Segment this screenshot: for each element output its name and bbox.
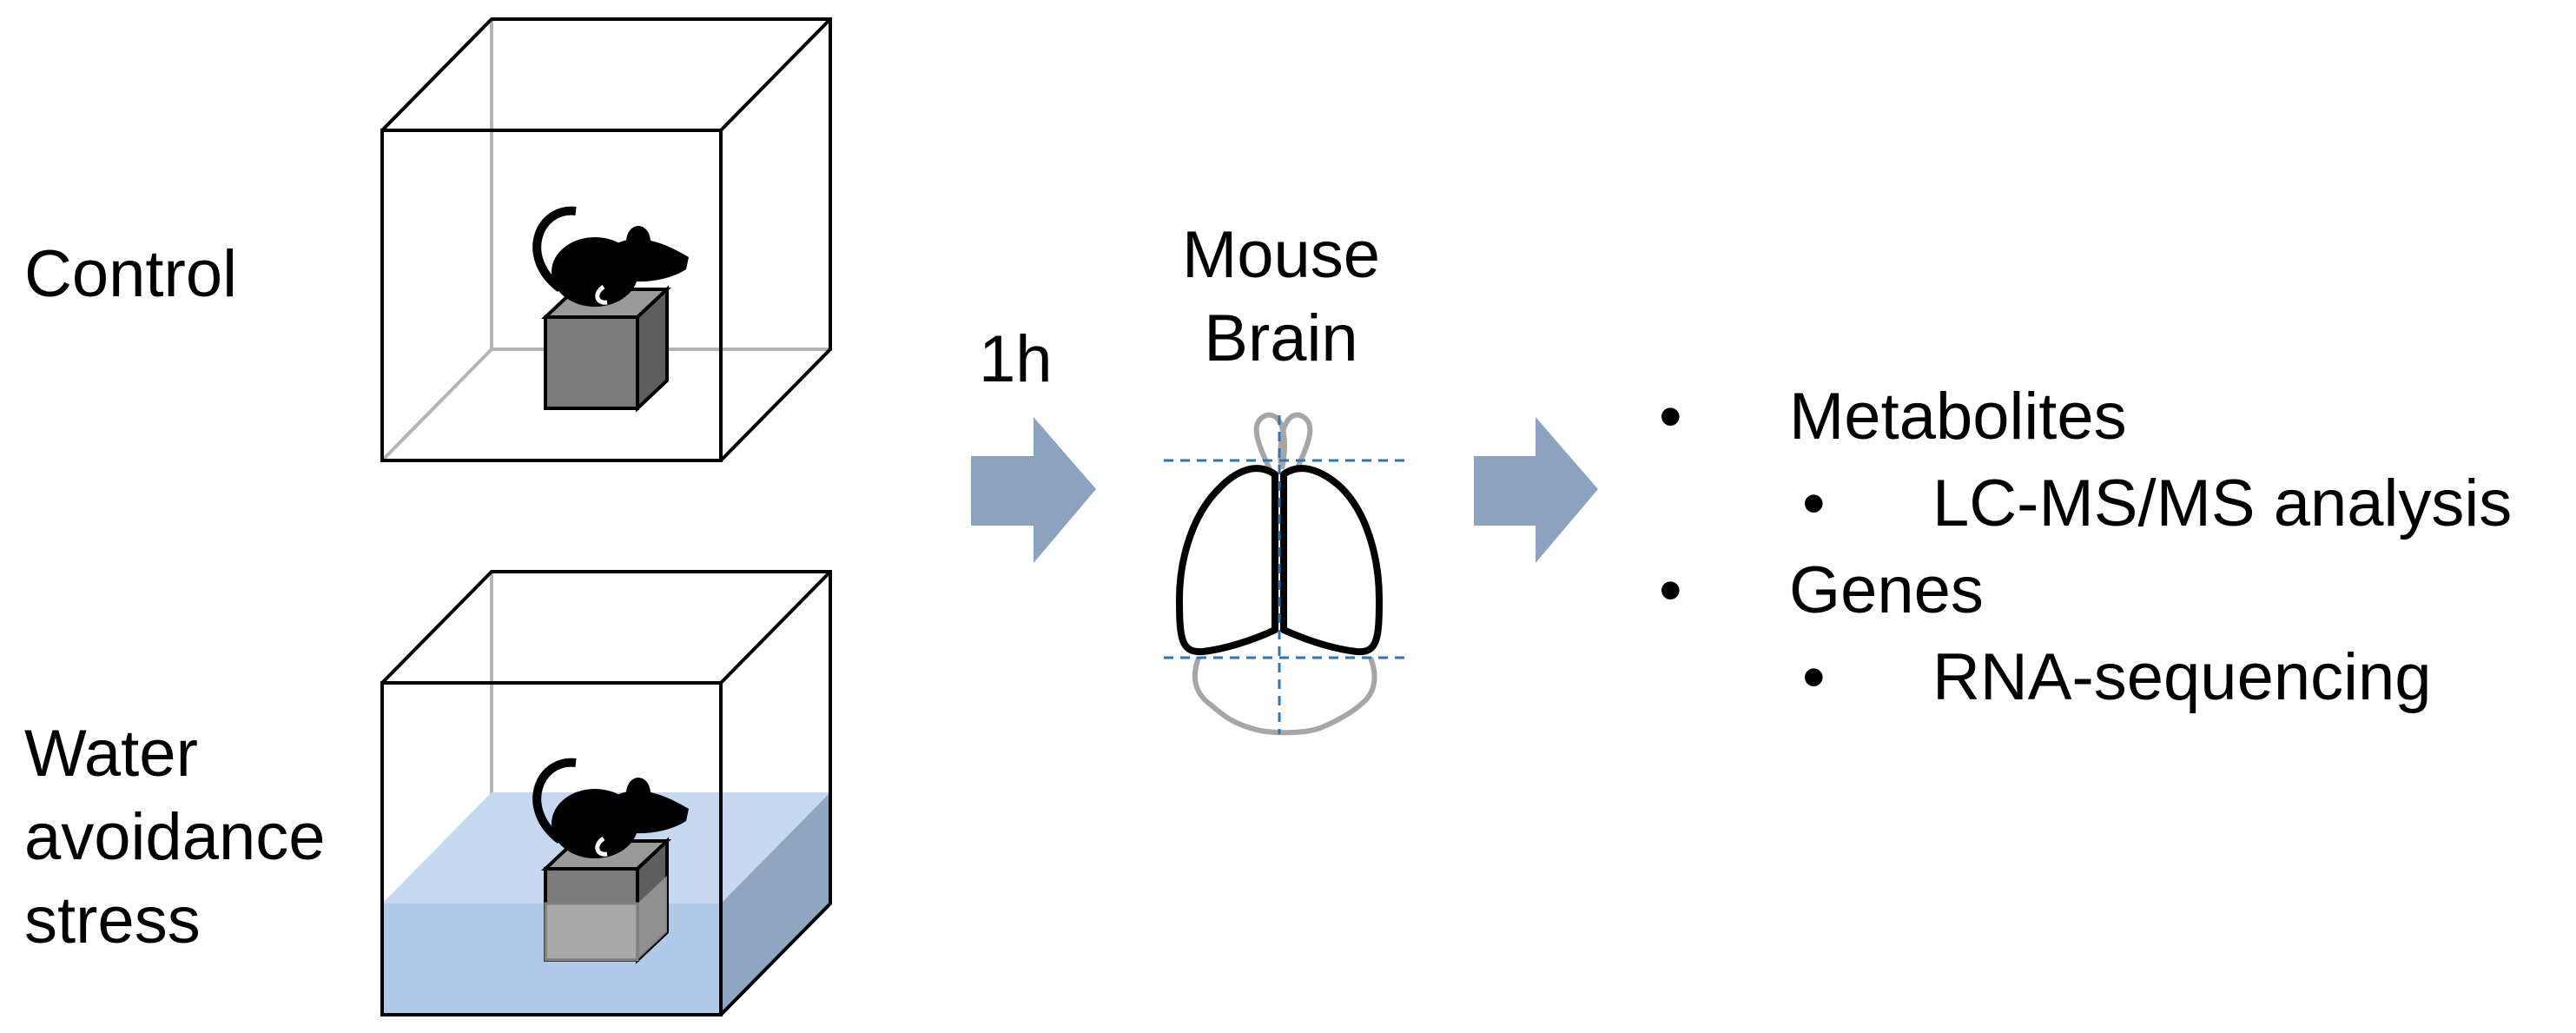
list-item: Metabolites [1659,374,2512,460]
platform-icon [540,285,672,413]
brain-title-line: Mouse [1181,218,1381,292]
analysis-list: Metabolites LC-MS/MS analysis Genes RNA-… [1659,374,2512,721]
arrow-right-icon [971,417,1096,563]
time-label: 1h [979,322,1053,396]
brain-icon [1164,412,1411,736]
list-item: LC-MS/MS analysis [1702,460,2512,547]
stress-cage-icon [380,570,832,1016]
mouse-icon [532,758,689,858]
stress-label: Water avoidance stress [24,712,326,963]
stress-label-line: avoidance [24,800,326,874]
brain-title: Mouse Brain [1155,214,1407,381]
arrow-right-icon [1474,417,1598,563]
mouse-icon [532,206,689,307]
stress-label-line: Water [24,717,198,791]
platform-icon [540,837,672,964]
brain-title-line: Brain [1204,301,1358,375]
control-label: Control [24,237,237,311]
list-item: Genes [1659,547,2512,634]
list-item: RNA-sequencing [1702,634,2512,721]
control-cage-icon [380,17,832,462]
stress-label-line: stress [24,884,201,957]
